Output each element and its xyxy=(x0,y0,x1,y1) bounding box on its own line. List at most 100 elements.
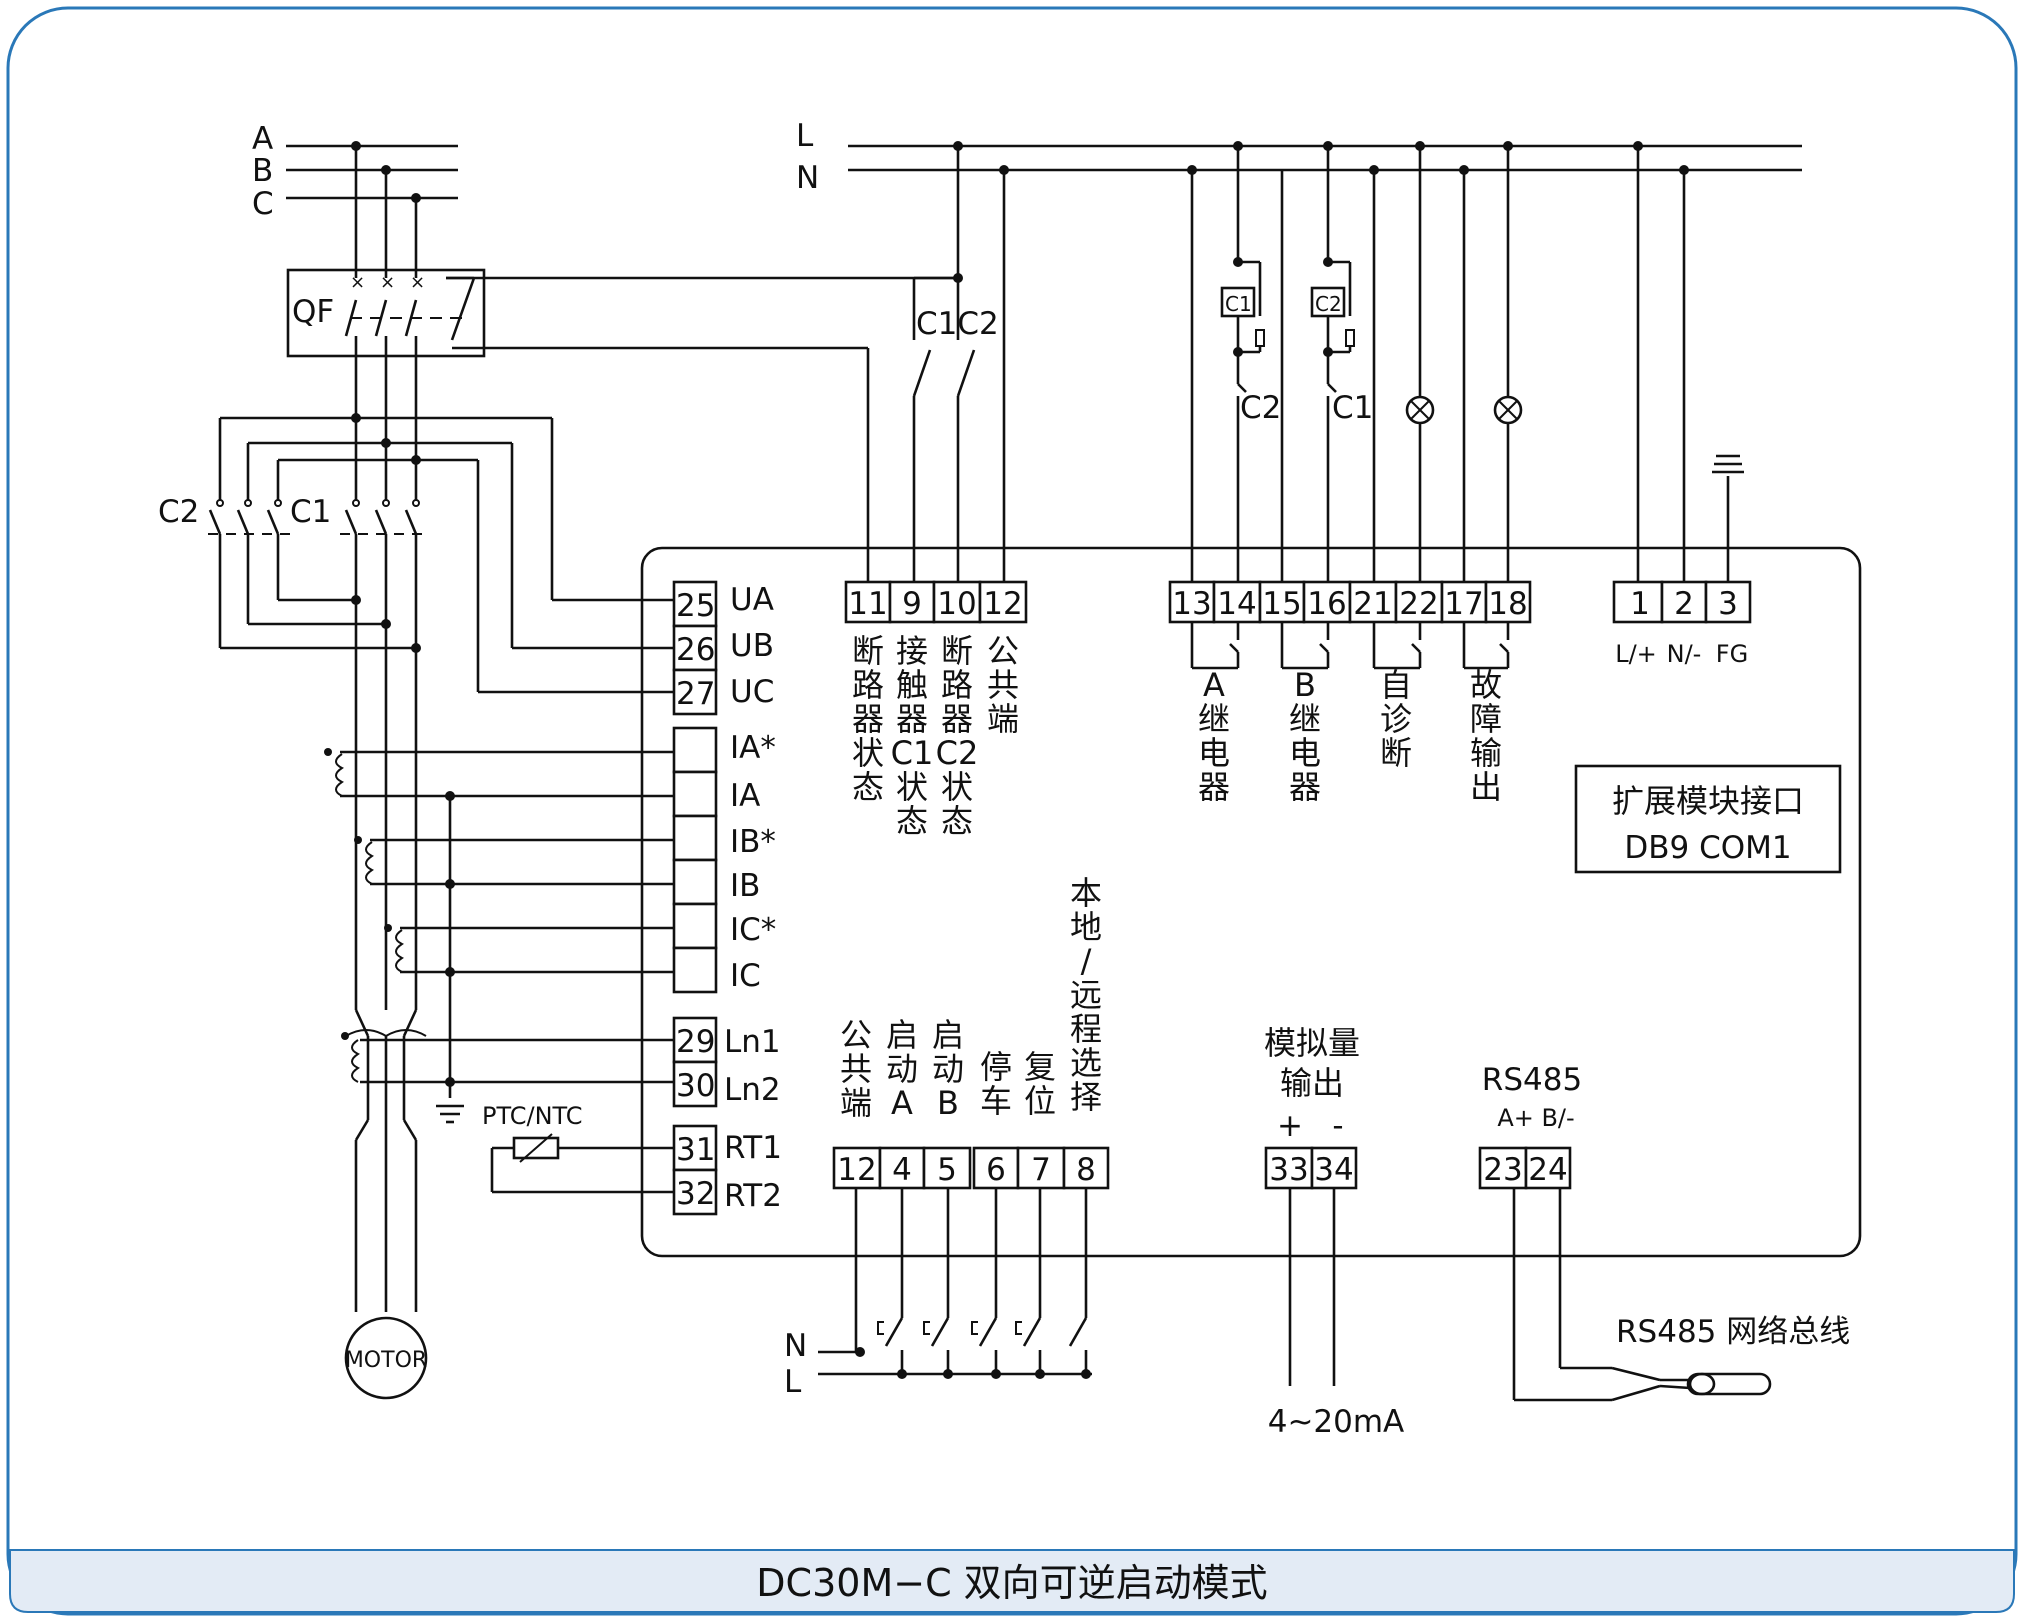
control-l-label: L xyxy=(796,118,814,154)
c2-label: C2 xyxy=(158,494,199,530)
label-rt1: RT1 xyxy=(724,1130,782,1166)
desc-self-diag: 自诊断 xyxy=(1380,666,1412,772)
relay-terminals: 13 14 15 16 21 22 17 18 xyxy=(1168,580,1532,670)
terminal-22: 22 xyxy=(1399,586,1438,622)
control-n-label: N xyxy=(796,160,819,196)
input-terminals: 12 4 5 6 7 8 N L xyxy=(784,1146,1110,1400)
label-l-plus: L/+ xyxy=(1615,640,1657,668)
phase-c-label: C xyxy=(252,186,274,222)
power-terminals: 1 2 3 L/+ N/- FG xyxy=(1612,146,1752,668)
terminal-16: 16 xyxy=(1307,586,1346,622)
desc-common-top: 公共端 xyxy=(987,632,1019,738)
terminal-15: 15 xyxy=(1262,586,1301,622)
terminal-25: 25 xyxy=(676,588,715,624)
terminal-2: 2 xyxy=(1674,586,1694,622)
expansion-line1: 扩展模块接口 xyxy=(1612,782,1804,820)
terminal-7: 7 xyxy=(1031,1152,1051,1188)
terminal-13: 13 xyxy=(1172,586,1211,622)
controller-body xyxy=(640,546,1862,1258)
terminal-14: 14 xyxy=(1217,586,1256,622)
terminal-8: 8 xyxy=(1076,1152,1096,1188)
ptc-ntc: PTC/NTC xyxy=(482,1102,674,1194)
desc-local-remote: 本地/远程选择 xyxy=(1070,874,1102,1116)
terminal-32: 32 xyxy=(676,1176,715,1212)
terminal-9: 9 xyxy=(902,586,922,622)
qf-breaker: QF × × × xyxy=(286,268,958,584)
qf-label: QF xyxy=(292,294,334,330)
phase-a-label: A xyxy=(252,121,273,157)
terminal-10: 10 xyxy=(937,586,976,622)
desc-stop: 停车 xyxy=(980,1048,1012,1120)
analog-plus: + xyxy=(1277,1108,1303,1144)
phase-bus xyxy=(286,141,458,278)
motor: MOTOR xyxy=(344,1316,428,1400)
motor-label: MOTOR xyxy=(345,1348,427,1373)
breaker-terminals: 11 9 10 12 xyxy=(844,580,1028,624)
desc-reset: 复位 xyxy=(1024,1048,1056,1120)
label-ln1: Ln1 xyxy=(724,1024,781,1060)
label-ib-star: IB* xyxy=(730,824,776,860)
analog-minus: - xyxy=(1332,1108,1343,1144)
label-ib: IB xyxy=(730,868,760,904)
desc-common-bottom: 公共端 xyxy=(840,1016,872,1122)
aux-c1-label: C1 xyxy=(1332,390,1373,426)
terminal-12-top: 12 xyxy=(983,586,1022,622)
label-ia: IA xyxy=(730,778,760,814)
terminal-31: 31 xyxy=(676,1132,715,1168)
relay-coils: C1 C2 C2 C1 xyxy=(1190,146,1523,584)
svg-text:×: × xyxy=(350,272,365,293)
analog-output: 模拟量 输出 + - 33 34 4~20mA xyxy=(1264,1024,1404,1440)
desc-breaker-status: 断路器状态 xyxy=(852,632,884,806)
terminal-4: 4 xyxy=(892,1152,912,1188)
rs485-port: RS485 A+ B/- 23 24 RS485 网络总线 xyxy=(1478,1062,1850,1402)
expansion-line2: DB9 COM1 xyxy=(1624,830,1791,866)
ptc-label: PTC/NTC xyxy=(482,1102,583,1130)
terminal-17: 17 xyxy=(1444,586,1483,622)
left-terminal-strip: 25 26 27 29 30 31 32 UA UB UC IA* IA IB*… xyxy=(672,580,782,1216)
caption-band xyxy=(9,1549,2015,1613)
terminal-12-bottom: 12 xyxy=(837,1152,876,1188)
terminal-29: 29 xyxy=(676,1024,715,1060)
terminal-3: 3 xyxy=(1718,586,1738,622)
svg-text:×: × xyxy=(380,272,395,293)
label-ua: UA xyxy=(730,582,774,618)
phase-labels: A B C xyxy=(252,121,274,222)
input-n-label: N xyxy=(784,1328,807,1364)
label-ic: IC xyxy=(730,958,761,994)
analog-title-2: 输出 xyxy=(1280,1064,1344,1102)
expansion-module: 扩展模块接口 DB9 COM1 xyxy=(1574,764,1842,874)
terminal-23: 23 xyxy=(1483,1152,1522,1188)
terminal-11: 11 xyxy=(848,586,887,622)
terminal-27: 27 xyxy=(676,676,715,712)
terminal-24: 24 xyxy=(1528,1152,1567,1188)
label-ub: UB xyxy=(730,628,774,664)
rs485-title: RS485 xyxy=(1482,1062,1582,1098)
terminal-1: 1 xyxy=(1630,586,1650,622)
caption: DC30M−C 双向可逆启动模式 xyxy=(756,1561,1267,1605)
phase-b-label: B xyxy=(252,153,273,189)
label-ln2: Ln2 xyxy=(724,1072,781,1108)
svg-text:×: × xyxy=(410,272,425,293)
input-l-label: L xyxy=(784,1364,802,1400)
rs485-signs: A+ B/- xyxy=(1497,1104,1574,1132)
analog-title-1: 模拟量 xyxy=(1264,1024,1360,1062)
label-ic-star: IC* xyxy=(730,912,776,948)
terminal-26: 26 xyxy=(676,632,715,668)
current-transformers xyxy=(324,748,674,1312)
terminal-21: 21 xyxy=(1353,586,1392,622)
terminal-18: 18 xyxy=(1488,586,1527,622)
terminal-33: 33 xyxy=(1269,1152,1308,1188)
terminal-6: 6 xyxy=(986,1152,1006,1188)
label-n-minus: N/- xyxy=(1667,640,1702,668)
analog-range: 4~20mA xyxy=(1268,1404,1405,1440)
label-uc: UC xyxy=(730,674,774,710)
